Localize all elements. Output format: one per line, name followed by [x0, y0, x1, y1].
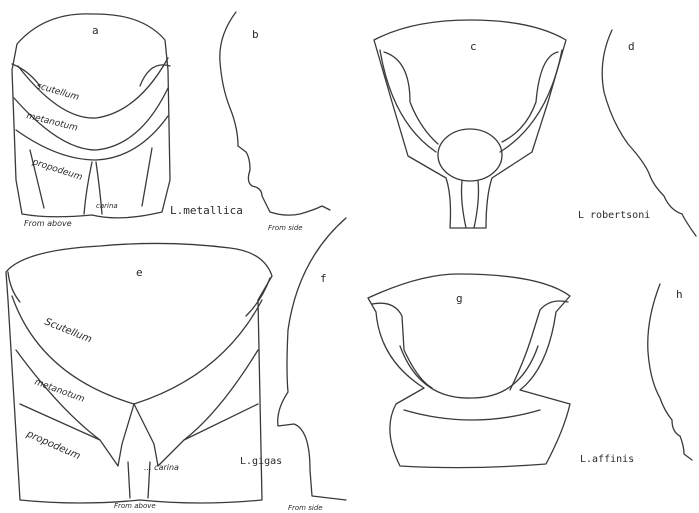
figure-c-carina-right [474, 181, 479, 228]
figure-e-outline [6, 243, 272, 503]
figure-d-letter: d [628, 40, 635, 53]
figure-e-letter: e [136, 266, 143, 279]
figure-e-carina-left [128, 462, 130, 498]
figure-f-letter: f [320, 272, 327, 285]
figure-b-profile [220, 12, 330, 215]
figure-d-profile [602, 30, 696, 236]
figure-b-view-label: From side [268, 224, 303, 232]
species-label-gigas: L.gigas [240, 456, 282, 467]
figure-a-label-carina: carina [96, 202, 118, 210]
figure-e-metanotum-right [184, 350, 258, 440]
figure-a-carina-left [84, 162, 92, 214]
figure-e-drawing [6, 243, 272, 503]
figure-c-outer-right [500, 50, 562, 152]
figure-e-scutellum-left [8, 272, 20, 302]
figure-b-drawing [220, 12, 330, 215]
figure-e-label-propodeum: propodeum [24, 428, 82, 462]
figure-f-profile [278, 218, 346, 500]
figure-g-propodeum-line [404, 410, 540, 420]
species-label-robertsoni: L robertsoni [578, 210, 650, 221]
figure-c-metanotum [438, 129, 502, 181]
figure-d-drawing [602, 30, 696, 236]
figure-f-view-label: From side [288, 504, 323, 512]
figure-h-profile [648, 284, 692, 460]
figure-a-scutellum-right [140, 65, 170, 86]
figure-a-label-scutellum: scutellum [35, 81, 80, 103]
figure-g-outline [368, 274, 570, 468]
figure-e-view-label: From above [114, 502, 156, 510]
figure-b-letter: b [252, 28, 259, 41]
figure-g-letter: g [456, 292, 463, 305]
figure-g-drawing [368, 274, 570, 468]
figure-e-label-carina: ... carina [144, 463, 179, 472]
figure-g-scutellum-right [510, 301, 568, 390]
figure-a-label-metanotum: metanotum [25, 111, 79, 133]
figure-c-outer-left [380, 50, 436, 152]
figure-a-view-label: From above [24, 219, 72, 228]
figure-a-propodeum-right [142, 148, 152, 206]
figure-g-scutellum-left [372, 303, 432, 388]
figure-c-letter: c [470, 40, 477, 53]
figure-e-label-scutellum: Scutellum [43, 317, 94, 346]
figure-h-letter: h [676, 288, 683, 301]
figure-c-carina-left [462, 181, 467, 228]
figure-f-drawing [278, 218, 346, 500]
species-label-affinis: L.affinis [580, 454, 634, 465]
figure-a-letter: a [92, 24, 99, 37]
figure-c-inner-left [384, 52, 438, 144]
species-label-metallica: L.metallica [170, 204, 243, 217]
figure-a-label-propodeum: propodeum [30, 157, 84, 183]
figure-h-drawing [648, 284, 692, 460]
figure-e-label-metanotum: metanotum [33, 377, 86, 404]
